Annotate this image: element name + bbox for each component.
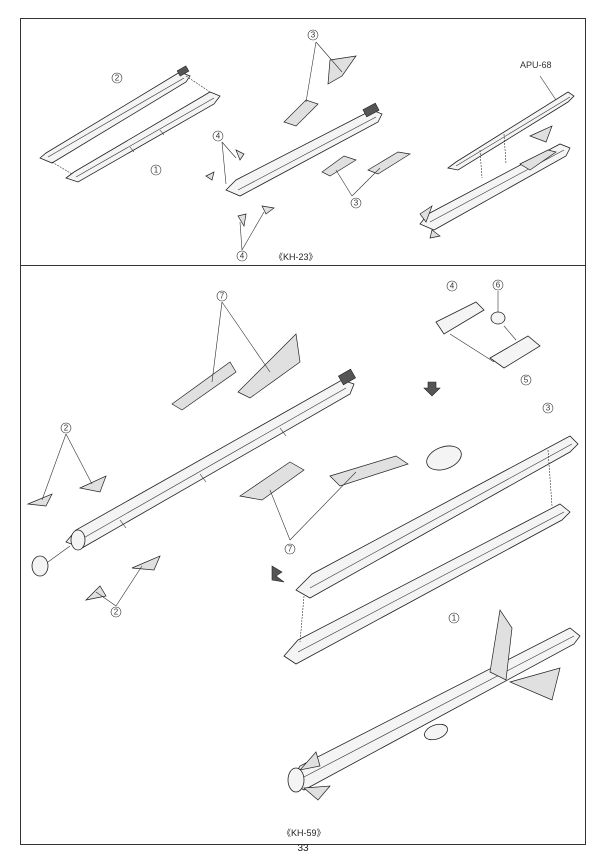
kh23-part-2-shell (39, 65, 191, 164)
callout-4-circle-top (212, 130, 224, 142)
kh23-fin-bottom-left (321, 155, 357, 177)
kh59-callout-7-top-circle (216, 290, 228, 302)
kh59-tailfin-2 (78, 475, 107, 493)
kh59-part-4-cover (435, 301, 485, 335)
page-number: 33 (297, 843, 309, 854)
kh23-callout-3-bottom: 3 (354, 199, 359, 208)
kh23-missile-body (225, 102, 383, 197)
kh59-callout-4: 4 (450, 282, 455, 291)
kh23-callout-4-top: 4 (216, 132, 221, 141)
kh23-callout-1: 1 (154, 166, 159, 175)
kh59-callout-5: 5 (524, 376, 529, 385)
kh23-assembled-missile (419, 125, 571, 239)
insert-arrow-icon (271, 565, 285, 583)
kh59-callout-7-bottom-circle (284, 543, 296, 555)
kh23-callout-4-bottom: 4 (240, 252, 245, 261)
kh59-wing-lower-left (239, 461, 305, 501)
kh59-callout-3: 3 (546, 404, 551, 413)
kh59-callout-2-top: 2 (64, 424, 69, 433)
kh23-canard-3 (237, 213, 247, 227)
kh59-callout-2-top-circle (60, 422, 72, 434)
kh59-callout-6-circle (492, 279, 504, 291)
apu-68-label: APU-68 (520, 60, 552, 70)
kh23-fin-top-left (283, 99, 319, 127)
kh23-callout-2: 2 (115, 74, 120, 83)
kh23-fin-bottom-right (367, 151, 411, 175)
kh59-assembled-missile (287, 609, 581, 801)
apu-68-launcher (447, 75, 575, 171)
kh59-panel (20, 265, 586, 845)
kh23-part-1-shell (65, 91, 221, 183)
callout-3-circle-bottom (350, 197, 362, 209)
callout-4-circle-bottom (236, 250, 248, 262)
callout-1-circle (150, 164, 162, 176)
kh59-tailfin-3 (84, 585, 107, 601)
kh23-fin-top-right (327, 55, 357, 85)
kh23-canard-4 (261, 205, 275, 215)
kh59-part-3-upper-half (295, 435, 579, 599)
kh23-callout-3-top: 3 (311, 31, 316, 40)
kh59-caption: 《KH-59》 (282, 828, 326, 838)
kh59-callout-1-circle (448, 612, 460, 624)
kh59-callout-7-bottom: 7 (288, 545, 293, 554)
kh59-part-1-lower-half (283, 503, 571, 665)
kh59-tailfin-1 (26, 493, 53, 507)
kh59-nose-cap (31, 555, 49, 577)
kh59-callout-7-top: 7 (220, 292, 225, 301)
kh59-tailfin-4 (131, 555, 161, 571)
kh59-callout-6: 6 (496, 281, 501, 290)
kh23-caption: 《KH-23》 (274, 252, 318, 262)
kh23-canard-2 (235, 149, 245, 161)
kh59-wing-upper-right (237, 333, 301, 399)
assembly-arrow-icon (423, 381, 441, 397)
kh59-callout-2-bottom: 2 (114, 608, 119, 617)
kh59-callout-4-circle (446, 280, 458, 292)
kh59-pod (426, 445, 462, 471)
kh59-missile-body (65, 368, 356, 551)
kh59-part-5-pod (489, 335, 541, 369)
callout-2-circle (111, 72, 123, 84)
kh23-canard-1 (205, 171, 215, 181)
kh59-callout-1: 1 (452, 614, 457, 623)
kh59-part-6-cap (490, 311, 506, 325)
kh59-callout-2-bottom-circle (110, 606, 122, 618)
kh23-panel (20, 18, 586, 266)
kh59-callout-3-circle (542, 402, 554, 414)
callout-3-circle-top (307, 29, 319, 41)
kh59-wing-upper-left (171, 361, 237, 411)
kh59-wing-lower-right (329, 455, 409, 487)
kh59-callout-5-circle (520, 374, 532, 386)
